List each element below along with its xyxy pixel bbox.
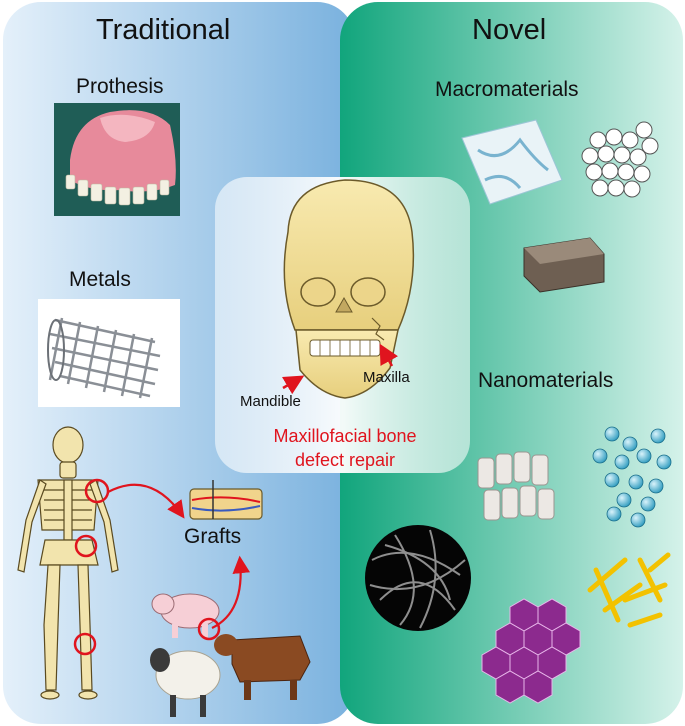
pig-harvest-circle [197, 617, 221, 641]
graft-block [189, 480, 263, 520]
hexagonal-nanostructure [481, 598, 581, 704]
prosthesis-image [54, 103, 180, 216]
traditional-title: Traditional [96, 14, 231, 46]
mandible-label: Mandible [240, 393, 301, 410]
nanofiber-mesh [365, 525, 471, 631]
nanorod-cluster [587, 552, 671, 628]
grafts-label: Grafts [184, 525, 242, 548]
prosthesis-label: Prothesis [76, 75, 164, 98]
maxilla-arrow [379, 343, 399, 367]
microsphere-cluster [581, 121, 659, 198]
graft-arrow-human [107, 483, 185, 519]
porous-scaffold-block [523, 237, 605, 293]
center-caption: Maxillofacial bone defect repair [250, 424, 440, 472]
metals-label: Metals [69, 268, 131, 291]
mandible-arrow [282, 375, 305, 395]
nanoparticle-spheres [592, 426, 672, 528]
center-caption-line1: Maxillofacial bone [273, 426, 417, 446]
macromaterials-label: Macromaterials [435, 78, 579, 101]
nanomaterials-label: Nanomaterials [478, 369, 614, 392]
hydrogel-sheet [461, 119, 563, 205]
cow-figure [214, 634, 311, 700]
metal-mesh-image [38, 299, 180, 407]
maxilla-label: Maxilla [363, 369, 410, 386]
sheep-figure [150, 648, 221, 717]
center-caption-line2: defect repair [294, 450, 396, 470]
nanotube-bundle [477, 451, 555, 521]
skull-illustration [283, 179, 415, 399]
novel-title: Novel [472, 14, 547, 46]
